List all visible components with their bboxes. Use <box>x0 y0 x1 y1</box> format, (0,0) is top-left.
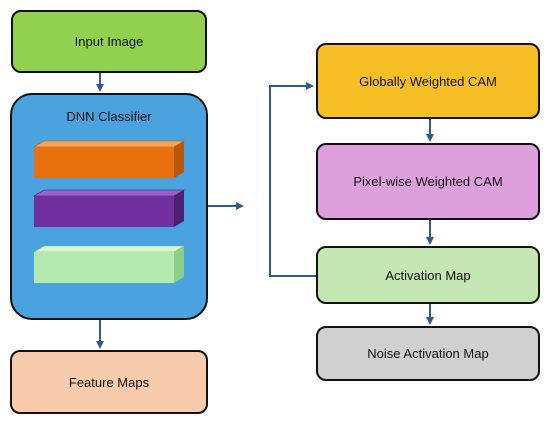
feature-maps-label: Feature Maps <box>68 374 150 390</box>
input-image-box: Input Image <box>11 10 207 73</box>
globally-weighted-cam-label: Globally Weighted CAM <box>359 73 497 89</box>
arrow-feedback-loop <box>269 82 316 277</box>
noise-activation-map-box: Noise Activation Map <box>316 326 540 381</box>
globally-weighted-cam-box: Globally Weighted CAM <box>316 43 540 119</box>
pixelwise-weighted-cam-label: Pixel-wise Weighted CAM <box>353 174 503 189</box>
pixelwise-weighted-cam-box: Pixel-wise Weighted CAM <box>316 143 540 220</box>
dnn-classifier-label: DNN Classifier <box>66 109 152 124</box>
dnn-layer-purple <box>32 189 186 227</box>
activation-map-box: Activation Map <box>316 246 540 304</box>
dnn-layer-green <box>32 245 186 283</box>
input-image-label: Input Image <box>74 34 144 49</box>
dnn-layer-orange <box>32 140 186 178</box>
noise-activation-map-label: Noise Activation Map <box>367 346 489 361</box>
feature-maps-box: Feature Maps <box>10 350 208 414</box>
activation-map-label: Activation Map <box>385 267 471 283</box>
